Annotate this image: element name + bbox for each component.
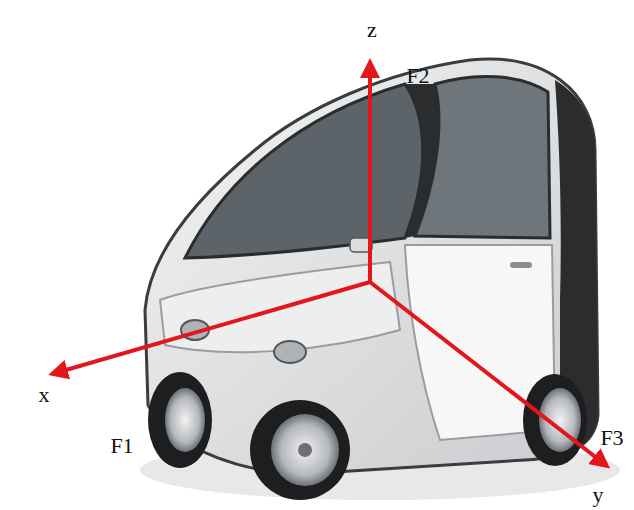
windshield — [185, 84, 423, 258]
x-axis-arrow — [52, 282, 370, 374]
z-axis-arrow — [368, 62, 372, 282]
y-axis-arrow — [370, 282, 607, 466]
force-axes — [52, 62, 607, 466]
force-label: F3 — [600, 427, 623, 449]
axis-name: z — [367, 19, 377, 41]
a-pillar — [405, 84, 439, 238]
wheel — [148, 372, 212, 468]
wheel — [523, 374, 587, 466]
force-label: F1 — [110, 435, 133, 457]
car-body — [145, 59, 598, 474]
door-handle — [510, 262, 532, 268]
axis-name: x — [39, 384, 50, 406]
force-label: F2 — [406, 65, 429, 87]
headlight — [274, 341, 306, 363]
wheel — [250, 400, 350, 500]
axis-name: y — [593, 484, 604, 506]
